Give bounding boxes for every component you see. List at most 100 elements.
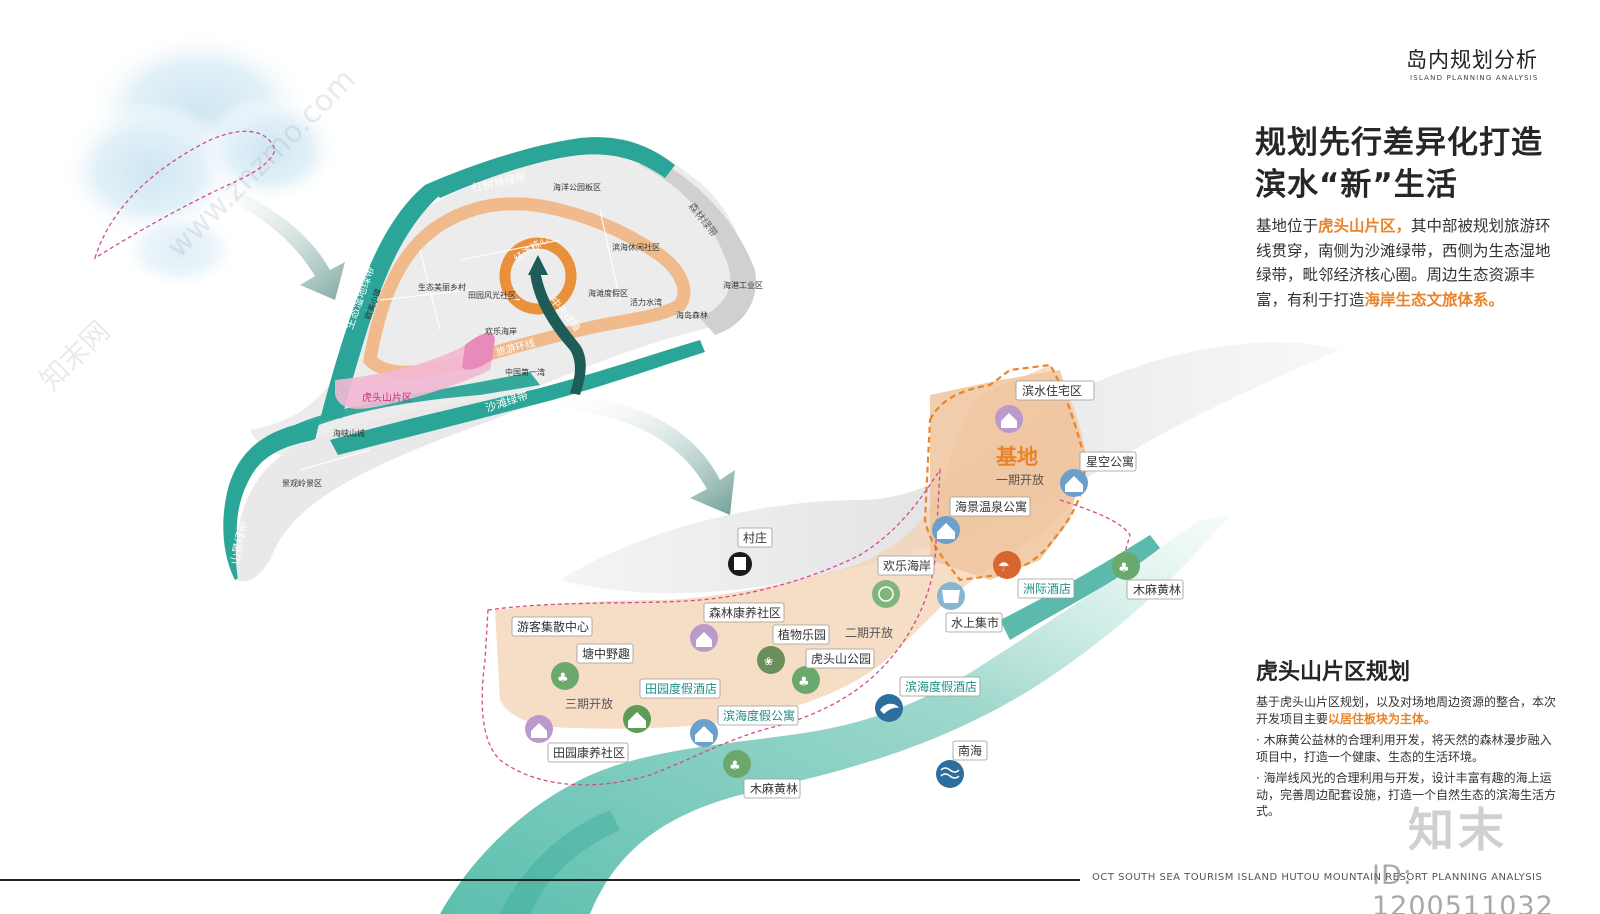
phase3-label: 三期开放	[565, 696, 613, 711]
market-icon	[937, 582, 965, 610]
bullet-2: · 海岸线风光的合理利用与开发，设计丰富有趣的海上运动，完善周边配套设施，打造一…	[1256, 771, 1557, 818]
section2-body: 基于虎头山片区规划，以及对场地周边资源的整合，本次开发项目主要以居住板块为主体。…	[1256, 694, 1556, 825]
svg-text:❀: ❀	[764, 655, 773, 668]
econ-core-ring	[499, 237, 577, 315]
residence-icon	[525, 715, 553, 743]
svg-text:欢乐海岸: 欢乐海岸	[883, 558, 931, 573]
apartment-icon	[690, 719, 718, 747]
svg-text:田园风光社区: 田园风光社区	[468, 290, 516, 300]
svg-text:虎头山片区: 虎头山片区	[362, 391, 412, 404]
phase1-label: 一期开放	[996, 472, 1044, 487]
headline: 规划先行差异化打造 滨水“新”生活	[1255, 122, 1543, 206]
ferris-wheel-icon	[872, 580, 900, 608]
svg-text:☂: ☂	[998, 560, 1010, 575]
bullet-1: · 木麻黄公益林的合理利用开发，将天然的森林漫步融入项目中，打造一个健康、生态的…	[1256, 733, 1552, 764]
svg-text:活力水湾: 活力水湾	[630, 297, 662, 307]
svg-text:村庄: 村庄	[743, 530, 767, 545]
apartment-icon	[1060, 469, 1088, 497]
svg-text:森林康养社区: 森林康养社区	[709, 605, 781, 620]
tag-happy-coast: 欢乐海岸	[877, 555, 935, 576]
tag-pond-fun: 塘中野趣	[576, 643, 634, 664]
svg-text:虎头山公园: 虎头山公园	[811, 652, 871, 666]
arrow-icon	[200, 175, 345, 300]
section2-text: 基于虎头山片区规划，以及对场地周边资源的整合，本次开发项目主要	[1256, 695, 1557, 726]
svg-text:海洋公园板区: 海洋公园板区	[553, 182, 601, 192]
watercolor-cloud	[60, 30, 340, 290]
beach-belt	[330, 340, 705, 455]
dolphin-icon	[875, 694, 903, 722]
svg-text:水上集市: 水上集市	[951, 615, 999, 630]
intro-paragraph: 基地位于虎头山片区，其中部被规划旅游环线贯穿，南侧为沙滩绿带，西侧为生态湿地绿带…	[1256, 214, 1556, 312]
section2-title: 虎头山片区规划	[1256, 660, 1411, 685]
mangrove-belt	[425, 137, 675, 198]
svg-text:滨水住宅区: 滨水住宅区	[1022, 383, 1082, 398]
apartment-icon	[932, 516, 960, 544]
intro-text-2: 其中部被规划旅游环线贯穿，南侧为沙滩绿带，西侧为生态湿地绿带，毗邻经济核心圈。周…	[1256, 217, 1551, 309]
headline-line1: 规划先行差异化打造	[1255, 125, 1543, 161]
svg-text:星空公寓: 星空公寓	[1086, 454, 1134, 469]
building-icon	[728, 552, 752, 576]
phase2-label: 二期开放	[845, 625, 893, 640]
svg-text:海岛森林: 海岛森林	[676, 310, 708, 320]
svg-text:海港工业区: 海港工业区	[723, 280, 763, 290]
headline-line2: 滨水“新”生活	[1255, 167, 1458, 203]
tag-rural-resort-hotel: 田园度假酒店	[639, 678, 721, 699]
svg-text:木麻黄林: 木麻黄林	[1133, 582, 1181, 597]
sea	[440, 515, 1230, 914]
tag-rural-wellness: 田园康养社区	[547, 742, 629, 763]
svg-text:滨海度假公寓: 滨海度假公寓	[723, 708, 795, 723]
waves-icon	[936, 760, 964, 788]
tag-visitor-center: 游客集散中心	[511, 616, 593, 637]
tree-icon: ♣	[792, 666, 820, 694]
svg-text:欢乐海岸: 欢乐海岸	[485, 326, 517, 336]
watermark-logo: 知末	[1408, 803, 1508, 857]
base-title: 基地	[996, 445, 1038, 469]
tag-seaside-hotel: 滨海度假酒店	[899, 676, 981, 697]
site-icons: ☂ ♣ ❀ ♣ ♣ ♣	[525, 405, 1140, 788]
tag-botanical-park: 植物乐园	[772, 624, 830, 645]
phase1-area	[930, 370, 1085, 580]
tag-binshui-residential: 滨水住宅区	[1015, 380, 1095, 401]
header-title: 岛内规划分析	[1406, 48, 1538, 72]
tree-icon: ♣	[1112, 552, 1140, 580]
section2-para: 基于虎头山片区规划，以及对场地周边资源的整合，本次开发项目主要以居住板块为主体。	[1256, 694, 1556, 727]
svg-text:滨海休闲社区: 滨海休闲社区	[612, 242, 660, 252]
house-icon	[623, 705, 651, 733]
header-subtitle: ISLAND PLANNING ANALYSIS	[1410, 74, 1539, 82]
intro-highlight-1: 虎头山片区，	[1318, 217, 1412, 235]
tag-forest-wellness: 森林康养社区	[703, 602, 785, 623]
central-axis	[530, 270, 586, 395]
phase1-boundary	[923, 363, 1087, 582]
svg-text:♣: ♣	[798, 675, 810, 690]
tag-starry-apartment: 星空公寓	[1079, 451, 1137, 472]
tag-village: 村庄	[737, 527, 773, 548]
tag-casuarina-forest-south: 木麻黄林	[743, 778, 801, 799]
plant-icon: ❀	[757, 646, 785, 674]
tag-water-market: 水上集市	[945, 612, 1003, 633]
svg-text:南海: 南海	[958, 743, 982, 758]
svg-text:♣: ♣	[557, 671, 569, 686]
svg-text:海峡山城: 海峡山城	[333, 428, 365, 438]
eco-wetland-belt	[320, 185, 440, 420]
svg-text:木麻黄林: 木麻黄林	[750, 781, 798, 796]
footer-text: OCT SOUTH SEA TOURISM ISLAND HUTOU MOUNT…	[1092, 872, 1543, 883]
tag-hot-spring-apartment: 海景温泉公寓	[949, 496, 1031, 517]
svg-text:田园康养社区: 田园康养社区	[553, 745, 625, 760]
tag-hutou-park: 虎头山公园	[805, 648, 875, 669]
inset-site-outline	[93, 130, 276, 260]
site-land	[495, 365, 1086, 729]
footer-rule	[0, 879, 1080, 881]
section2-highlight: 以居住板块为主体。	[1328, 711, 1437, 726]
tree-icon: ♣	[723, 750, 751, 778]
residence-icon	[690, 624, 718, 652]
hotel-palm-icon: ☂	[993, 551, 1021, 579]
svg-text:♣: ♣	[1118, 561, 1130, 576]
svg-text:♣: ♣	[729, 759, 741, 774]
svg-text:游客集散中心: 游客集散中心	[517, 619, 589, 634]
svg-text:塘中野趣: 塘中野趣	[582, 646, 630, 661]
site-boundary	[481, 467, 941, 786]
svg-text:滨海度假酒店: 滨海度假酒店	[905, 679, 977, 694]
arrow-icon	[550, 395, 735, 515]
